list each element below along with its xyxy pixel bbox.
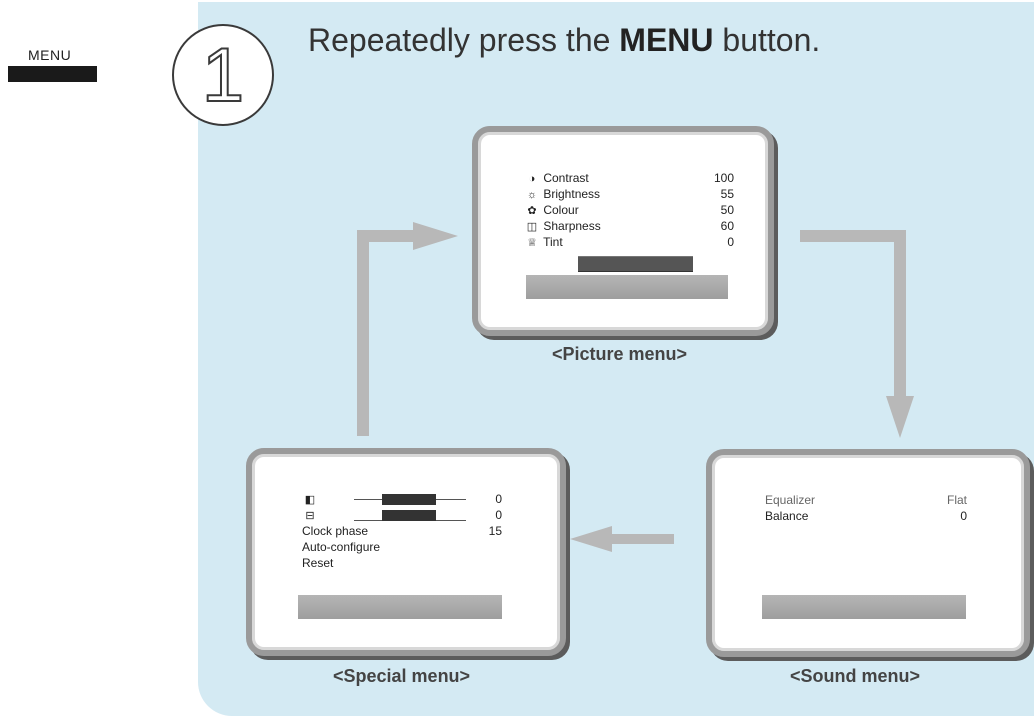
sharpness-icon: ◫ [526, 221, 538, 233]
arrow-picture-to-sound [800, 230, 914, 438]
row-label: Auto-configure [302, 540, 381, 554]
tint-icon: ♕ [527, 237, 537, 249]
sound-menu-screen: Equalizer Flat Balance 0 [706, 449, 1030, 657]
row-label: Sharpness [543, 219, 601, 233]
arrow-special-to-picture [357, 222, 458, 436]
row-label: Balance [765, 509, 809, 523]
row-value: 0 [495, 492, 502, 506]
picture-row-tint: ♕ Tint 0 [524, 235, 734, 249]
row-label: Brightness [543, 187, 601, 201]
row-label: Colour [543, 203, 579, 217]
row-value: 0 [727, 235, 734, 249]
picture-menu-screen: ◑ Contrast 100 ☼ Brightness 55 ✿ Colour … [472, 126, 774, 336]
picture-row-colour: ✿ Colour 50 [524, 203, 734, 217]
sound-row-balance: Balance 0 [765, 509, 967, 523]
row-value: 60 [720, 219, 734, 233]
row-value: 100 [713, 171, 734, 185]
special-menu-screen: ◧ 0 ⊟ 0 Clock phase 15 Auto-configure Re… [246, 448, 566, 656]
picture-level-bar [578, 256, 693, 272]
special-menu-caption: <Special menu> [333, 666, 471, 686]
sound-row-equalizer: Equalizer Flat [765, 493, 967, 507]
step-number-circle: 1 [172, 24, 274, 126]
special-row-vertical: ⊟ 0 [302, 508, 502, 522]
picture-row-brightness: ☼ Brightness 55 [524, 187, 734, 201]
instruction-text: Repeatedly press the MENU button. [308, 22, 820, 59]
row-value: 0 [960, 509, 967, 523]
row-value: 15 [488, 524, 502, 538]
row-value: 0 [495, 508, 502, 522]
horizontal-position-icon: ◧ [304, 494, 316, 506]
step-number: 1 [201, 32, 245, 119]
colour-icon: ✿ [527, 205, 537, 217]
contrast-icon: ◑ [528, 173, 536, 185]
row-value: 50 [720, 203, 734, 217]
row-label: Reset [302, 556, 334, 570]
picture-row-sharpness: ◫ Sharpness 60 [524, 219, 734, 233]
vertical-position-icon: ⊟ [305, 510, 315, 522]
special-row-horizontal: ◧ 0 [302, 492, 502, 506]
instruction-button-name: MENU [619, 22, 714, 58]
special-row-auto-configure: Auto-configure [302, 540, 502, 554]
row-label: Tint [543, 235, 563, 249]
side-menu-label: MENU [28, 47, 72, 63]
sound-menu-caption: <Sound menu> [790, 666, 921, 686]
special-row-clock-phase: Clock phase 15 [302, 524, 502, 538]
row-label: Contrast [543, 171, 589, 185]
picture-menu-caption: <Picture menu> [552, 344, 688, 364]
row-value: Flat [946, 493, 967, 507]
picture-row-contrast: ◑ Contrast 100 [524, 171, 734, 185]
instruction-suffix: button. [713, 22, 821, 58]
row-label: Clock phase [302, 524, 369, 538]
special-status-bar [298, 595, 502, 619]
side-menu-bar [8, 66, 97, 82]
picture-status-bar [526, 275, 728, 299]
sound-status-bar [762, 595, 966, 619]
row-label: Equalizer [765, 493, 816, 507]
row-value: 55 [720, 187, 734, 201]
vertical-slider-fill [382, 510, 436, 521]
arrow-sound-to-special [570, 526, 674, 552]
special-row-reset: Reset [302, 556, 502, 570]
horizontal-slider-fill [382, 494, 436, 505]
instruction-prefix: Repeatedly press the [308, 22, 620, 58]
brightness-icon: ☼ [526, 189, 538, 201]
